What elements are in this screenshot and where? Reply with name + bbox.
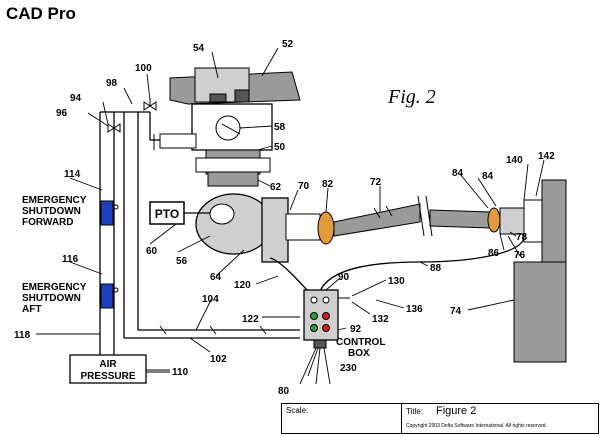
green-indicator-icon [311, 313, 318, 320]
label-132: 132 [372, 314, 389, 325]
copyright-text: Copyright 2003 Delta Software Internatio… [406, 423, 547, 429]
label-84a: 84 [452, 168, 464, 179]
label-70: 70 [298, 181, 310, 192]
flywheel-56 [196, 194, 272, 254]
label-76: 76 [514, 250, 526, 261]
actuator-cylinder [160, 134, 196, 148]
label-80: 80 [278, 386, 290, 397]
red-indicator-icon [323, 313, 330, 320]
label-92: 92 [350, 324, 362, 335]
label-62: 62 [270, 182, 282, 193]
control-box [304, 290, 338, 340]
pto-text: PTO [155, 207, 179, 221]
label-110: 110 [172, 367, 189, 378]
label-120: 120 [234, 280, 251, 291]
title-label: Title: [406, 407, 423, 416]
title-value: Figure 2 [436, 405, 476, 417]
label-50: 50 [274, 142, 286, 153]
label-90: 90 [338, 272, 350, 283]
text-shutdown-2: SHUTDOWN [22, 293, 81, 304]
label-78: 78 [516, 232, 528, 243]
label-56: 56 [176, 256, 188, 267]
text-aft: AFT [22, 304, 41, 315]
label-98: 98 [106, 78, 118, 89]
label-84b: 84 [482, 171, 494, 182]
text-box: BOX [348, 348, 370, 359]
label-52: 52 [282, 39, 294, 50]
text-emergency-2: EMERGENCY [22, 282, 87, 293]
title-cell: Title: Figure 2 Copyright 2003 Delta Sof… [402, 404, 598, 433]
label-64: 64 [210, 272, 222, 283]
label-230: 230 [340, 363, 357, 374]
title-block: Scale: Title: Figure 2 Copyright 2003 De… [281, 403, 599, 434]
gear-58-icon [216, 116, 240, 140]
label-86: 86 [488, 248, 500, 259]
label-114: 114 [64, 169, 81, 180]
label-118: 118 [14, 330, 31, 341]
coupling-flange [262, 198, 288, 262]
coupling-82-icon [318, 212, 334, 244]
label-58: 58 [274, 122, 286, 133]
text-emergency-1: EMERGENCY [22, 195, 87, 206]
pressure-text: PRESSURE [80, 371, 135, 382]
coupling-84-icon [488, 208, 500, 232]
label-82: 82 [322, 179, 334, 190]
label-96: 96 [56, 108, 68, 119]
label-140: 140 [506, 155, 523, 166]
label-122: 122 [242, 314, 259, 325]
label-74: 74 [450, 306, 462, 317]
label-116: 116 [62, 254, 79, 265]
label-72: 72 [370, 177, 382, 188]
pump-74 [542, 180, 566, 262]
label-60: 60 [146, 246, 158, 257]
label-100: 100 [135, 63, 152, 74]
label-136: 136 [406, 304, 423, 315]
scale-cell: Scale: [282, 404, 402, 433]
label-94: 94 [70, 93, 82, 104]
air-text: AIR [99, 359, 117, 370]
figure-label: Fig. 2 [388, 86, 436, 109]
label-104: 104 [202, 294, 219, 305]
text-control: CONTROL [336, 337, 385, 348]
label-142: 142 [538, 151, 555, 162]
label-88: 88 [430, 263, 442, 274]
text-forward: FORWARD [22, 217, 73, 228]
label-102: 102 [210, 354, 227, 365]
text-shutdown-1: SHUTDOWN [22, 206, 81, 217]
label-54: 54 [193, 43, 205, 54]
drive-shaft-72 [334, 204, 420, 236]
label-130: 130 [388, 276, 405, 287]
emergency-shutdown-forward-valve-icon [101, 201, 113, 225]
emergency-shutdown-aft-valve-icon [101, 284, 113, 308]
